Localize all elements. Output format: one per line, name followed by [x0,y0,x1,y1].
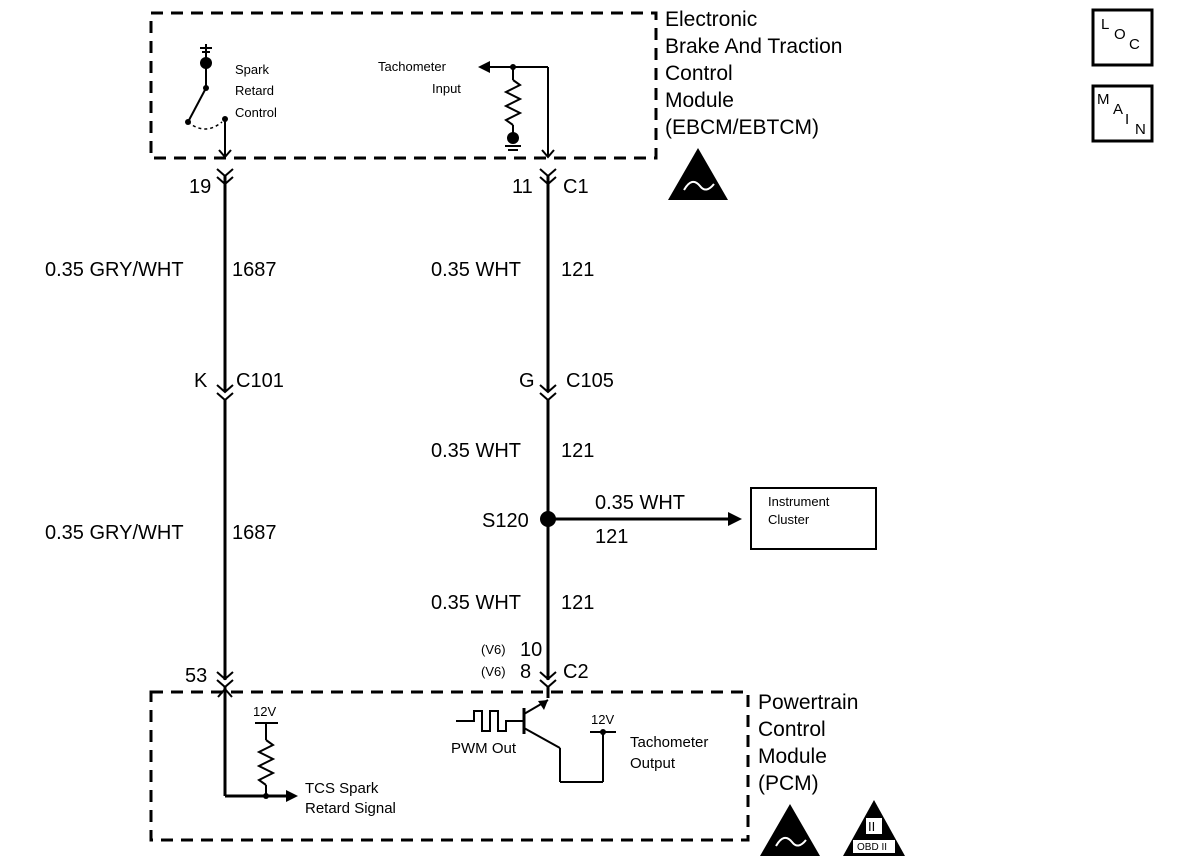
right-wire-1-circuit: 121 [561,259,594,281]
obd-ii-icon: II OBD II [843,800,905,856]
pwm-out-label: PWM Out [451,740,517,757]
right-wire-1-color: 0.35 WHT [431,259,521,281]
tcs-label-1: TCS Spark [305,780,379,797]
pcm-dashed-box [149,690,750,842]
v6-pin-a: 10 [520,639,542,661]
v6-pin-b: 8 [520,661,531,683]
v6-label-a: (V6) [481,642,506,657]
v12-left-label: 12V [253,704,276,719]
left-pin-bottom: 53 [185,665,207,687]
v6-label-b: (V6) [481,664,506,679]
left-wire-1-color: 0.35 GRY/WHT [45,259,184,281]
ebcm-title-line-4: Module [665,89,734,112]
spark-retard-switch [185,44,232,159]
main-icon[interactable]: M A I N [1091,84,1154,143]
loc-icon[interactable]: L O C [1091,8,1154,67]
left-connector-pin: K [194,370,208,392]
tcs-pullup-circuit [225,722,298,802]
pcm-title-line-2: Control [758,718,826,741]
right-connector-top: C1 [563,176,589,198]
svg-text:I: I [1125,111,1129,128]
tach-output-label-1: Tachometer [630,734,708,751]
pcm-module: Powertrain Control Module (PCM) 12V TCS … [149,690,905,856]
spark-label-1: Spark [235,62,269,77]
ebcm-title-line-1: Electronic [665,8,757,31]
left-connector-name: C101 [236,370,284,392]
ebcm-title-line-5: (EBCM/EBTCM) [665,116,819,139]
pcm-title-line-1: Powertrain [758,691,858,714]
right-connector-pin: G [519,370,535,392]
svg-text:L: L [1101,16,1109,33]
right-circuit-121 [539,168,742,698]
svg-text:N: N [1135,121,1146,138]
ebcm-title-line-3: Control [665,62,733,85]
instrument-label-2: Cluster [768,512,810,527]
ebcm-dashed-box [149,11,658,160]
splice-s120-label: S120 [482,510,529,532]
tcs-label-2: Retard Signal [305,800,396,817]
spark-label-3: Control [235,105,277,120]
v12-right-label: 12V [591,712,614,727]
right-wire-3-circuit: 121 [561,592,594,614]
svg-text:A: A [1113,101,1123,118]
branch-wire-circuit: 121 [595,526,628,548]
ebcm-module: Electronic Brake And Traction Control Mo… [149,8,842,200]
pwm-transistor-driver [456,699,616,783]
obd-label: OBD II [857,842,887,853]
right-wire-3-color: 0.35 WHT [431,592,521,614]
tachometer-input-circuit [478,61,555,159]
right-connector-bottom: C2 [563,661,589,683]
tach-input-label-2: Input [432,81,461,96]
left-wire-2-circuit: 1687 [232,522,277,544]
branch-wire-color: 0.35 WHT [595,492,685,514]
instrument-label-1: Instrument [768,494,830,509]
right-wire-2-color: 0.35 WHT [431,440,521,462]
left-pin-top: 19 [189,176,211,198]
pcm-title-line-3: Module [758,745,827,768]
svg-text:II: II [868,819,875,834]
right-pin-top: 11 [512,176,533,198]
pcm-esd-warning-icon [760,804,820,856]
esd-warning-icon [668,148,728,200]
ebcm-title-line-2: Brake And Traction [665,35,842,58]
right-wire-2-circuit: 121 [561,440,594,462]
instrument-cluster-box: Instrument Cluster [750,487,877,550]
svg-text:M: M [1097,91,1110,108]
tach-output-label-2: Output [630,755,676,772]
left-wire-1-circuit: 1687 [232,259,277,281]
svg-text:O: O [1114,26,1126,43]
left-circuit-1687 [216,168,234,796]
pcm-title-line-4: (PCM) [758,772,819,795]
tach-input-label-1: Tachometer [378,59,447,74]
right-connector-name: C105 [566,370,614,392]
svg-text:C: C [1129,36,1140,53]
spark-label-2: Retard [235,83,274,98]
left-wire-2-color: 0.35 GRY/WHT [45,522,184,544]
